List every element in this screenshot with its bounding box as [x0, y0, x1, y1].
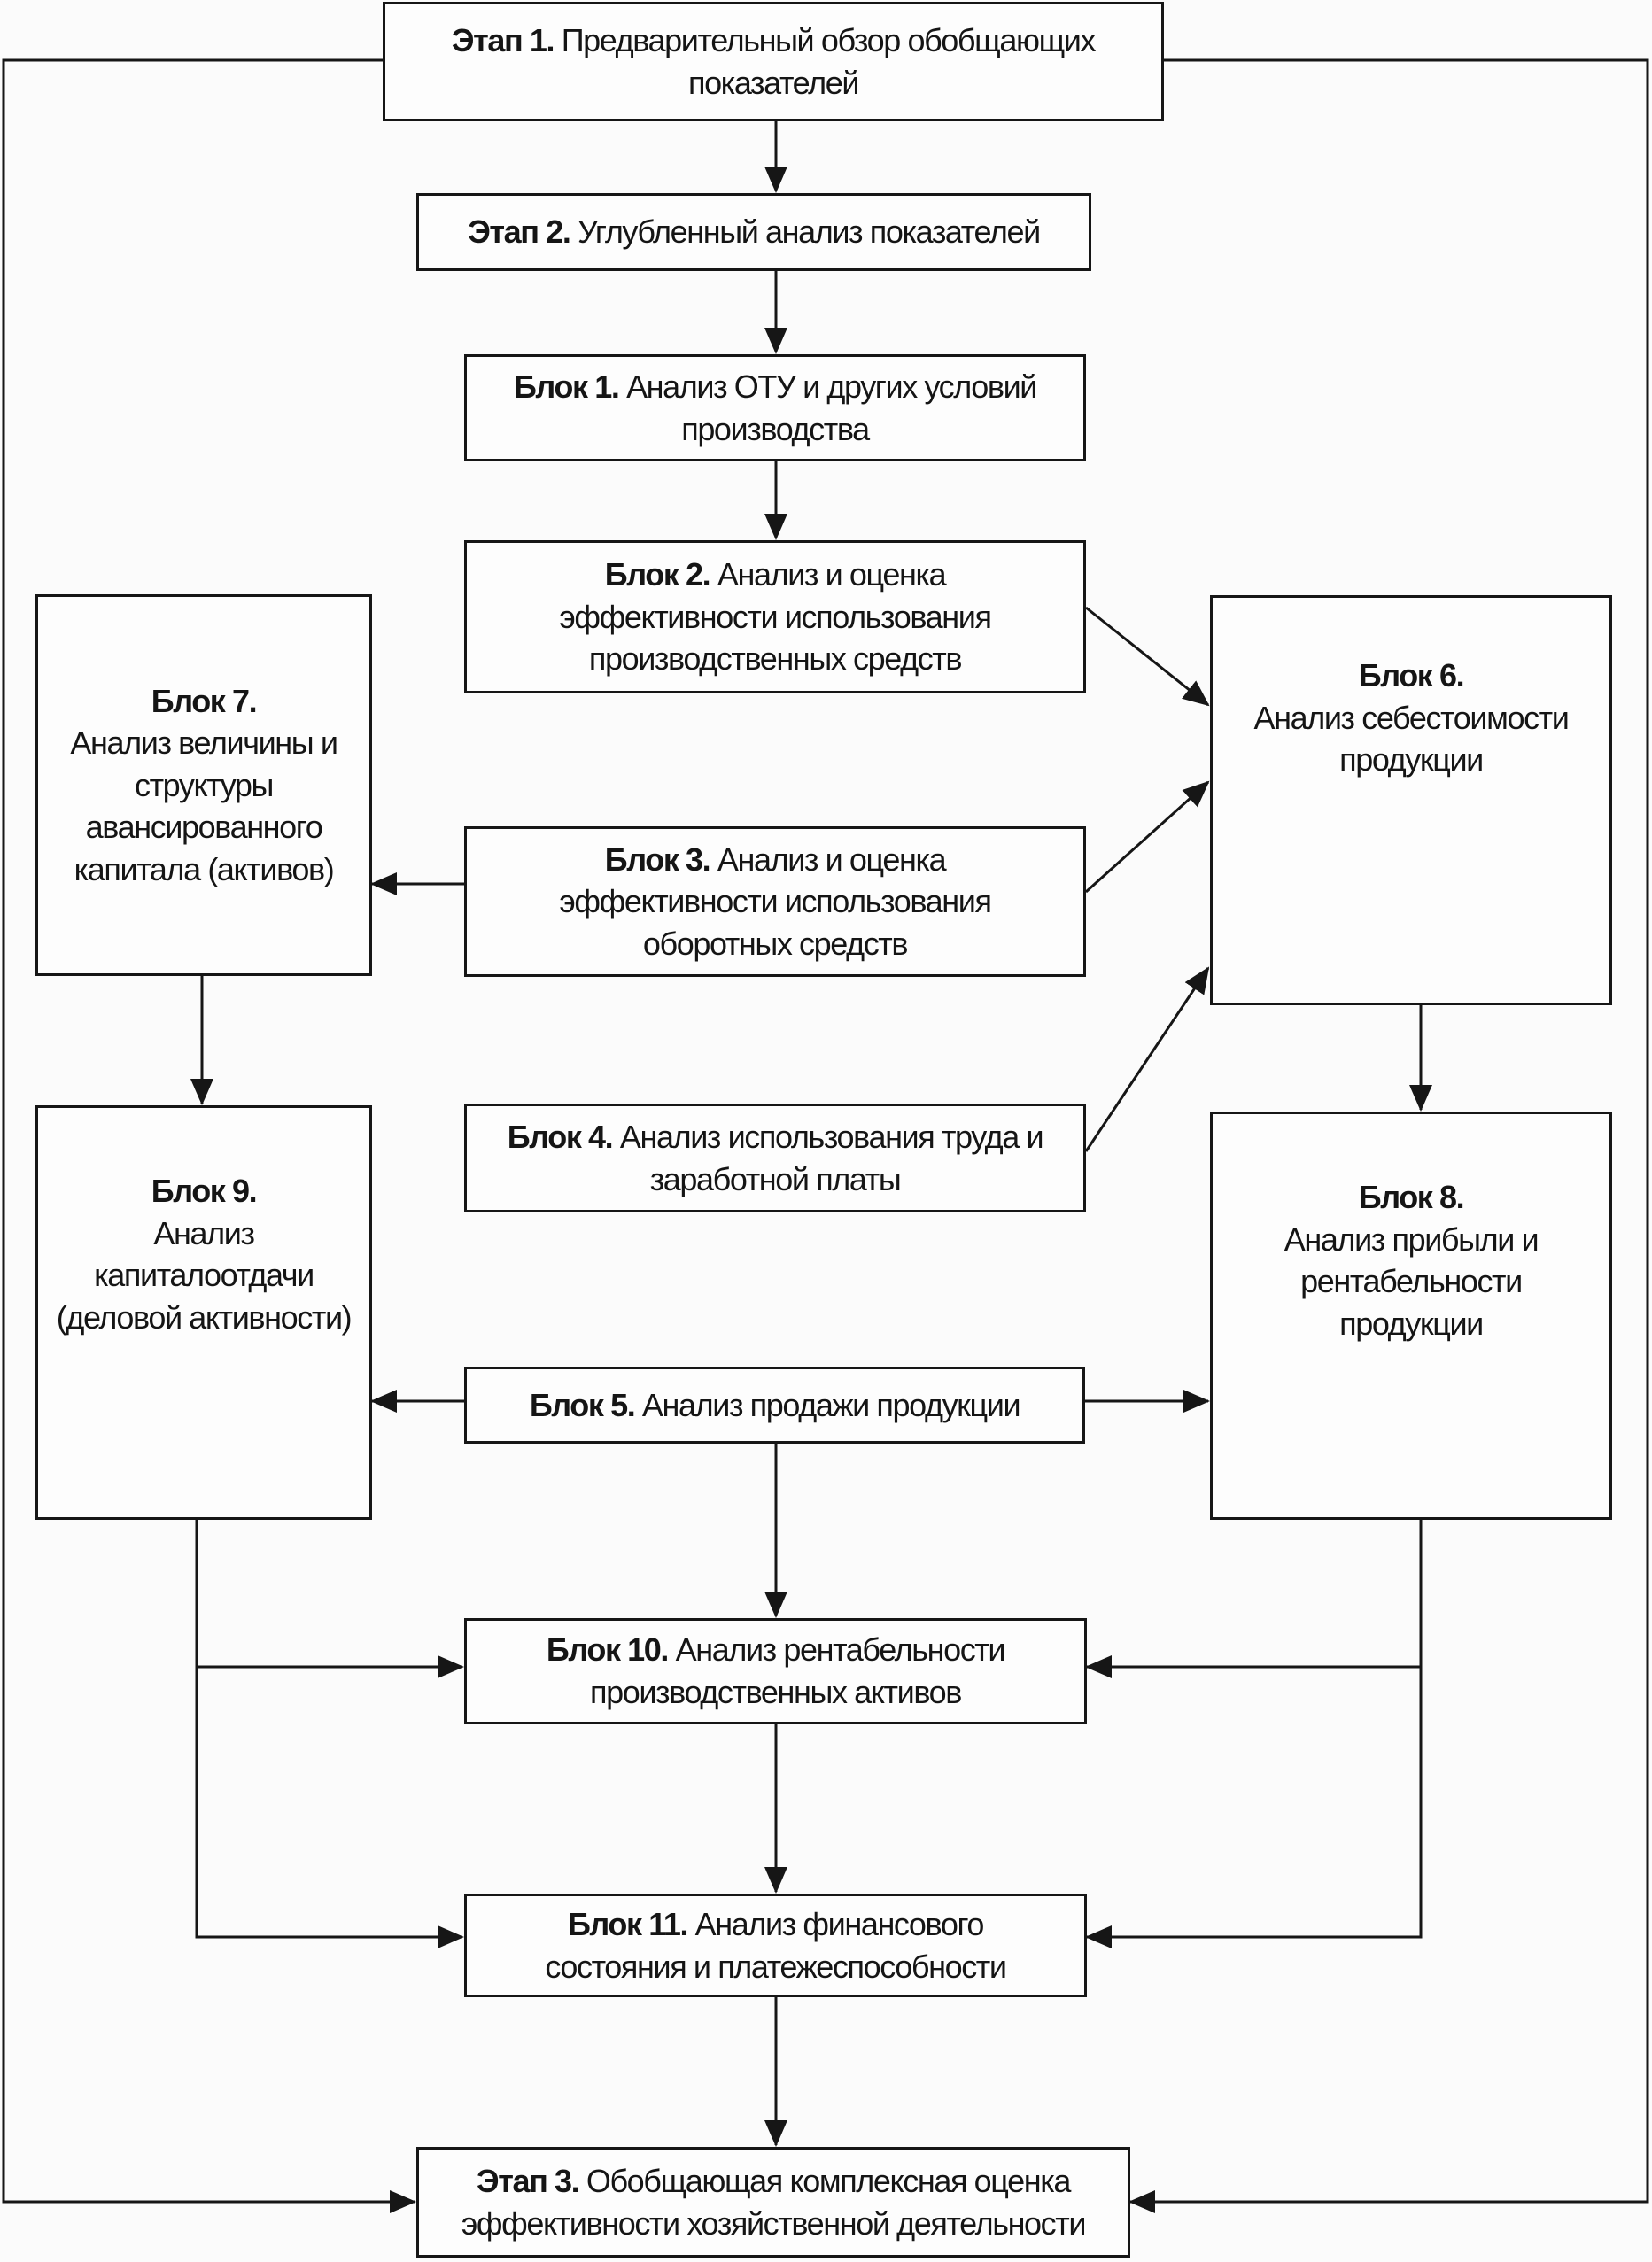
blok-8-box: Блок 8. Анализ прибыли и рентабельности …: [1210, 1112, 1612, 1520]
blok-2-text-line-1: Анализ и оценка: [710, 556, 947, 593]
etap-1-label: Этап 1.: [451, 21, 555, 58]
arrow-blok4-to-blok6: [1084, 966, 1210, 1152]
blok-10-text-line-1: Анализ рентабельности: [668, 1631, 1006, 1669]
blok-1-text-line-2: производства: [681, 410, 870, 447]
etap-2-box: Этап 2. Углубленный анализ показателей: [416, 193, 1091, 271]
arrow-blok8-to-blok11: [1085, 1667, 1423, 1948]
blok-9-box: Блок 9. Анализ капиталоотдачи (деловой а…: [35, 1105, 372, 1520]
blok-10-box: Блок 10. Анализ рентабельности производс…: [464, 1618, 1087, 1724]
blok-5-label: Блок 5.: [529, 1386, 636, 1423]
blok-9-label: Блок 9.: [151, 1173, 258, 1209]
arrow-blok3-to-blok6: [1084, 780, 1210, 894]
blok-2-text-line-2: эффективности использования: [559, 598, 992, 635]
blok-7-box: Блок 7. Анализ величины и структуры аван…: [35, 594, 372, 976]
blok-4-text-line-1: Анализ использования труда и: [612, 1118, 1044, 1155]
blok-7-label: Блок 7.: [151, 682, 258, 719]
blok-11-text-line-1: Анализ финансового: [687, 1905, 985, 1942]
etap-1-text-line-2: показателей: [687, 64, 859, 101]
blok-6-text-line-1: Анализ себестоимости: [1253, 699, 1570, 736]
etap-1-text-line-1: Предварительный обзор обобщающих: [554, 21, 1097, 58]
arrow-etap1-to-etap3-left: [2, 58, 416, 2213]
arrow-etap1-to-etap3-right: [1128, 58, 1649, 2213]
blok-6-box: Блок 6. Анализ себестоимости продукции: [1210, 595, 1612, 1005]
blok-9-text-line-3: (деловой активности): [56, 1298, 353, 1336]
blok-9-text-line-1: Анализ: [153, 1214, 255, 1251]
etap-3-text-line-2: эффективности хозяйственной деятельности: [461, 2204, 1087, 2242]
arrow-blok9-to-blok11: [195, 1667, 464, 1948]
arrow-blok9-to-blok10: [195, 1520, 464, 1678]
blok-2-text-line-3: производственных средств: [588, 640, 963, 678]
arrow-blok8-to-blok10: [1085, 1520, 1423, 1678]
blok-8-label: Блок 8.: [1358, 1179, 1465, 1215]
blok-4-box: Блок 4. Анализ использования труда и зар…: [464, 1104, 1086, 1212]
blok-3-text-line-1: Анализ и оценка: [710, 841, 947, 878]
blok-3-box: Блок 3. Анализ и оценка эффективности ис…: [464, 826, 1086, 977]
etap-1-box: Этап 1. Предварительный обзор обобщающих…: [383, 2, 1164, 121]
blok-3-text-line-2: эффективности использования: [559, 883, 992, 920]
etap-3-box: Этап 3. Обобщающая комплексная оценка эф…: [416, 2147, 1130, 2258]
etap-3-text-line-1: Обобщающая комплексная оценка: [578, 2162, 1072, 2199]
blok-5-box: Блок 5. Анализ продажи продукции: [464, 1367, 1085, 1444]
blok-3-text-line-3: оборотных средств: [642, 925, 909, 962]
blok-11-text-line-2: состояния и платежеспособности: [545, 1948, 1007, 1985]
blok-2-box: Блок 2. Анализ и оценка эффективности ис…: [464, 540, 1086, 693]
blok-2-label: Блок 2.: [604, 556, 711, 593]
blok-3-label: Блок 3.: [604, 841, 711, 878]
blok-7-text-line-2: структуры: [134, 766, 274, 803]
arrow-blok2-to-blok6: [1085, 606, 1210, 707]
blok-1-text-line-1: Анализ ОТУ и других условий: [618, 368, 1037, 405]
blok-8-text-line-3: продукции: [1339, 1305, 1484, 1342]
blok-8-text-line-1: Анализ прибыли и: [1284, 1220, 1540, 1258]
blok-4-label: Блок 4.: [507, 1118, 614, 1155]
blok-1-box: Блок 1. Анализ ОТУ и других условий прои…: [464, 354, 1086, 461]
etap-2-text-line-1: Углубленный анализ показателей: [570, 213, 1041, 251]
etap-2-label: Этап 2.: [468, 213, 571, 251]
blok-7-text-line-3: авансированного: [85, 809, 323, 846]
blok-1-label: Блок 1.: [513, 368, 620, 405]
blok-7-text-line-1: Анализ величины и: [70, 724, 338, 762]
blok-10-text-line-2: производственных активов: [589, 1674, 962, 1710]
etap-3-label: Этап 3.: [477, 2162, 580, 2199]
blok-11-box: Блок 11. Анализ финансового состояния и …: [464, 1894, 1087, 1997]
blok-10-label: Блок 10.: [546, 1631, 670, 1669]
blok-4-text-line-2: заработной платы: [649, 1160, 902, 1197]
blok-5-text-line-1: Анализ продажи продукции: [634, 1386, 1021, 1423]
blok-7-text-line-4: капитала (активов): [74, 850, 335, 887]
blok-6-text-line-2: продукции: [1339, 741, 1484, 779]
blok-6-label: Блок 6.: [1358, 657, 1465, 693]
blok-8-text-line-2: рентабельности: [1300, 1263, 1523, 1300]
blok-9-text-line-2: капиталоотдачи: [94, 1257, 314, 1294]
blok-11-label: Блок 11.: [567, 1905, 689, 1942]
